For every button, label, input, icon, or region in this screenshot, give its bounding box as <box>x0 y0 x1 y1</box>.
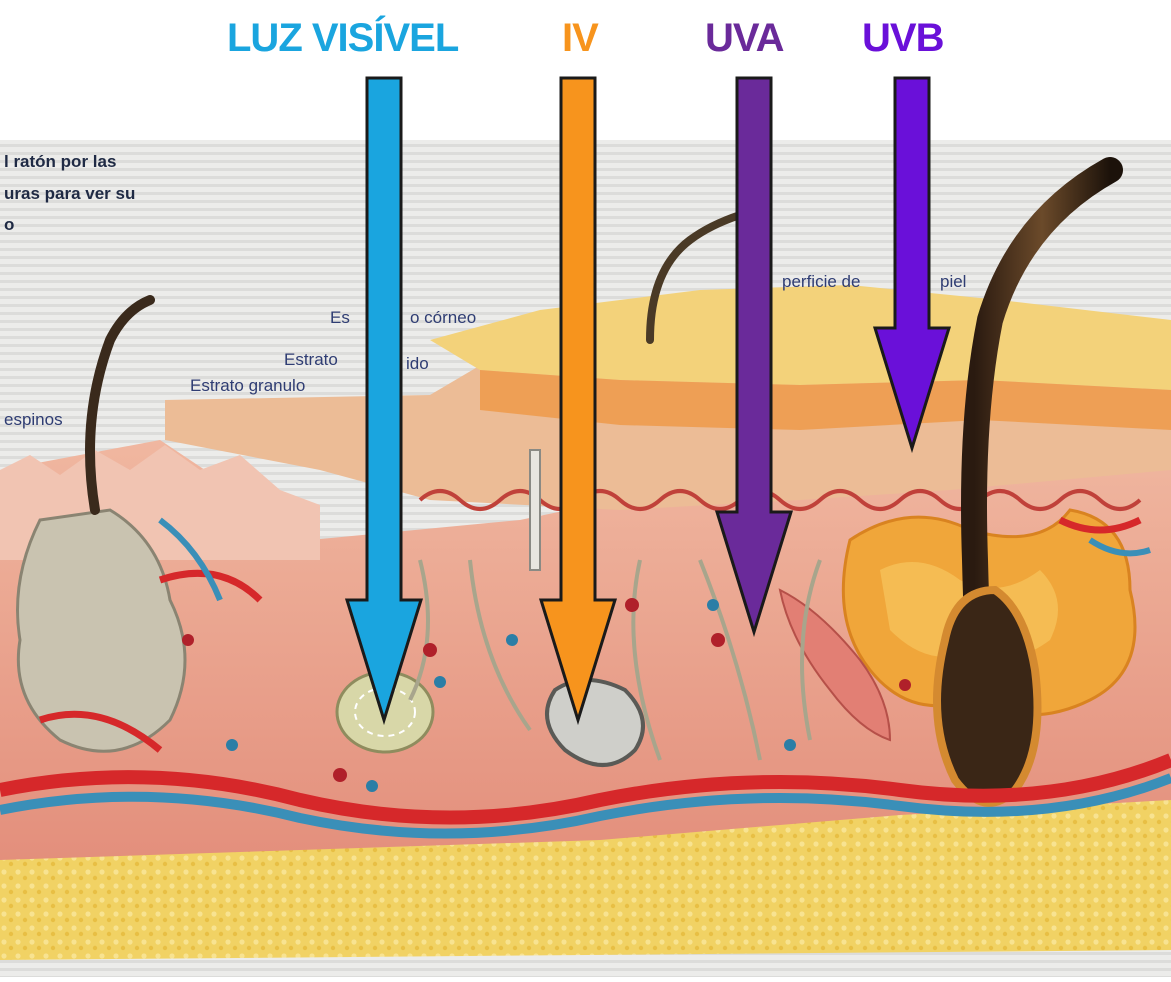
label-spinosum: espinos <box>4 410 63 430</box>
instruction-line-3: o <box>4 215 14 235</box>
instruction-line-1: l ratón por las <box>4 152 116 172</box>
label-infrared: IV <box>562 14 598 62</box>
label-visible-light: LUZ VISÍVEL <box>227 14 458 62</box>
label-lucidum-end: ido <box>406 354 429 374</box>
label-granulosum: Estrato granulo <box>190 376 305 396</box>
label-surface: perficie de <box>782 272 860 292</box>
label-lucidum-start: Estrato <box>284 350 338 370</box>
label-uvb: UVB <box>862 14 943 62</box>
right-follicle <box>937 590 1038 803</box>
label-corneum-start: Es <box>330 308 350 328</box>
instruction-line-2: uras para ver su <box>4 184 135 204</box>
label-uva: UVA <box>705 14 783 62</box>
label-corneum-end: o córneo <box>410 308 476 328</box>
label-surface-end: piel <box>940 272 966 292</box>
